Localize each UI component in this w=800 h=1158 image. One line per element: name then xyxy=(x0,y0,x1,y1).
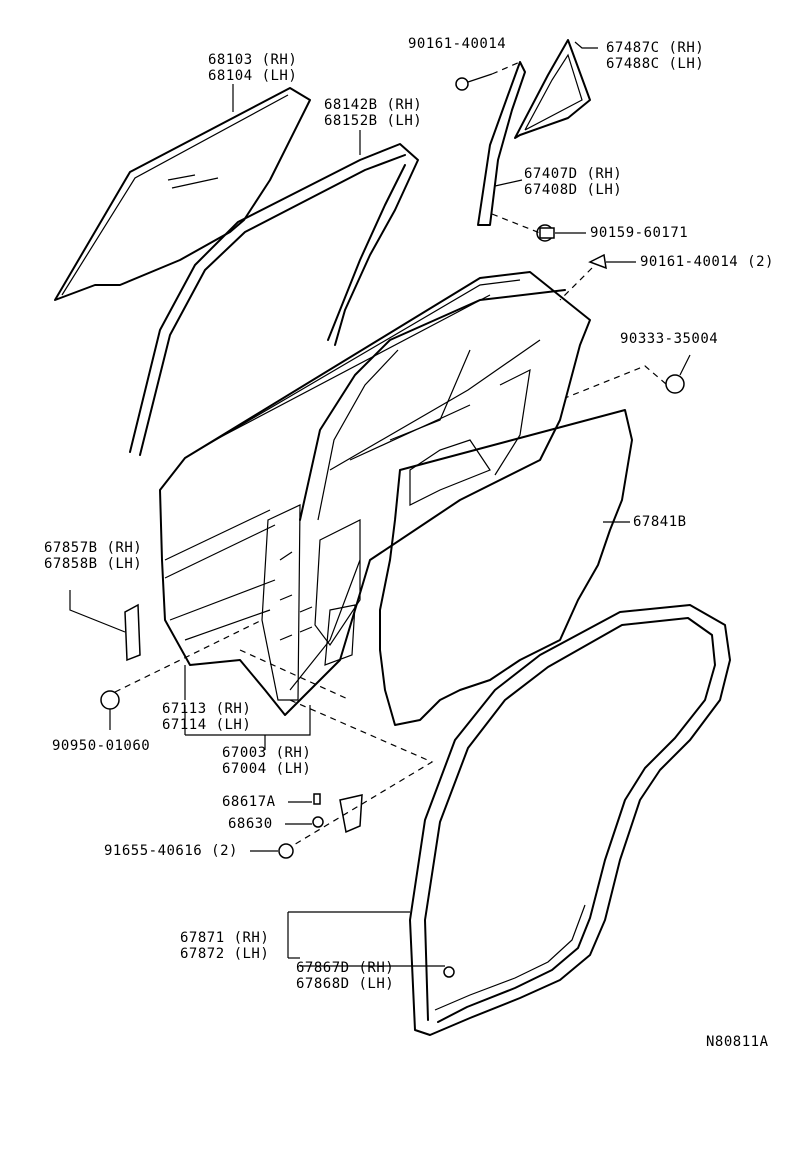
label-plug-35004: 90333-35004 xyxy=(620,331,719,347)
label-screw-top: 90161-40014 xyxy=(408,36,507,52)
label-clip-60171: 90159-60171 xyxy=(590,225,689,241)
plug-35004 xyxy=(564,354,691,399)
figure-code: N80811A xyxy=(706,1034,769,1050)
label-clip-door: 67867D (RH)67868D (LH) xyxy=(296,960,395,992)
label-weatherstrip-door: 67871 (RH)67872 (LH) xyxy=(180,930,270,962)
door-weatherstrip xyxy=(288,604,731,1036)
glass-run-channel xyxy=(129,143,419,456)
label-bolt-91655: 91655-40616 (2) xyxy=(104,843,238,859)
label-hinge-bolt: 68617A xyxy=(222,794,276,810)
division-bar xyxy=(477,61,526,226)
label-plug-01060: 90950-01060 xyxy=(52,738,151,754)
screw-2 xyxy=(559,253,636,301)
leaders-lower xyxy=(184,665,311,750)
label-glass: 68103 (RH)68104 (LH) xyxy=(208,52,298,84)
label-seal-pad: 67857B (RH)67858B (LH) xyxy=(44,540,143,572)
label-screw-2: 90161-40014 (2) xyxy=(640,254,774,270)
door-check xyxy=(239,649,434,859)
door-panel xyxy=(159,271,591,716)
label-check: 68630 xyxy=(228,816,273,832)
plug-01060 xyxy=(100,619,263,730)
clip-60171 xyxy=(491,213,586,242)
quarter-glass xyxy=(514,39,591,139)
label-door-panel: 67003 (RH)67004 (LH) xyxy=(222,745,312,777)
label-run-channel: 68142B (RH)68152B (LH) xyxy=(324,97,423,129)
door-glass xyxy=(54,87,311,301)
label-service-cover: 67841B xyxy=(633,514,687,530)
service-hole-cover xyxy=(379,409,633,726)
label-quarter-glass: 67487C (RH)67488C (LH) xyxy=(606,40,705,72)
screw-top xyxy=(455,61,521,91)
leaders-top xyxy=(232,41,598,967)
label-division-bar: 67407D (RH)67408D (LH) xyxy=(524,166,623,198)
seal-pad xyxy=(69,590,141,662)
label-weatherstrip-outer: 67113 (RH)67114 (LH) xyxy=(162,701,252,733)
